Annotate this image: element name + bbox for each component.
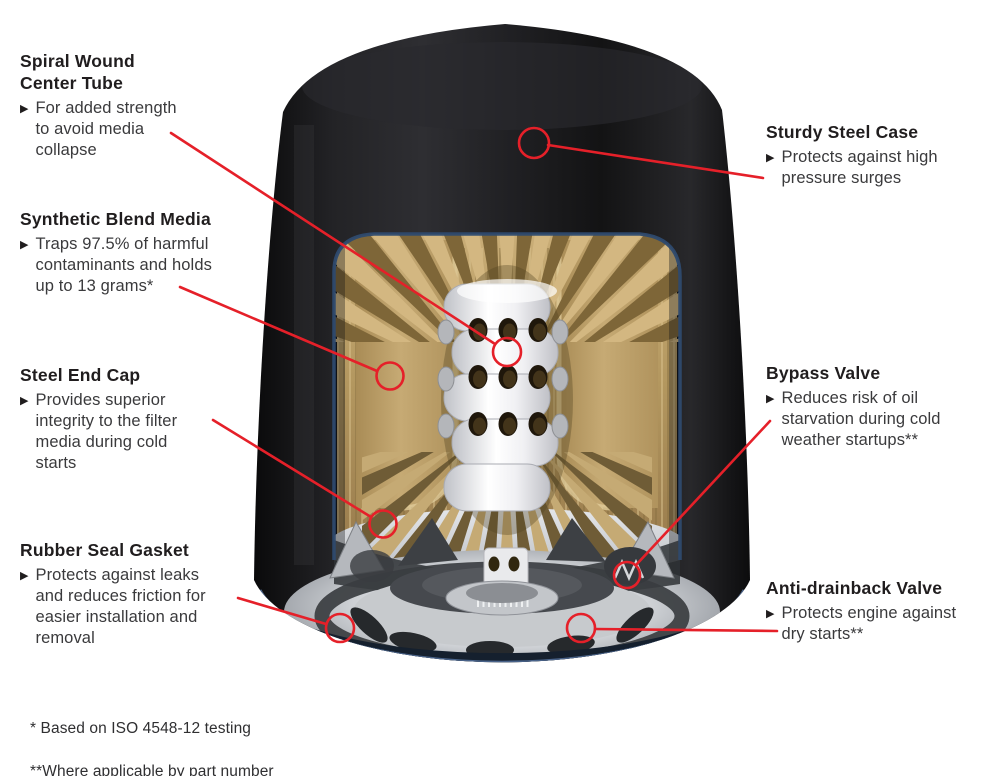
callout-circle-steel-end-cap: [368, 509, 398, 539]
case-top-sheen: [302, 42, 702, 130]
footnotes: * Based on ISO 4548-12 testing **Where a…: [30, 696, 274, 776]
callout-title: Steel End Cap: [20, 365, 141, 385]
callout-rubber-seal-gasket: Rubber Seal Gasket ▶ Protects against le…: [20, 539, 260, 649]
callout-line-bypass-valve: [634, 419, 772, 567]
callout-line-sturdy-steel-case: [546, 143, 765, 180]
callout-line-synthetic-blend-media: [178, 285, 379, 373]
callout-markers: [169, 126, 779, 644]
callout-line-rubber-seal-gasket: [236, 596, 328, 626]
callout-title: Sturdy Steel Case: [766, 122, 919, 142]
callout-description: Protects against high pressure surges: [781, 148, 938, 187]
cutaway-rim: [332, 232, 682, 560]
callout-anti-drainback-valve: Anti-drainback Valve ▶ Protects engine a…: [766, 577, 991, 645]
callout-description: For added strength to avoid media collap…: [35, 99, 177, 159]
media-top-pleat-fan: [334, 234, 680, 342]
callout-title: Spiral Wound Center Tube: [20, 51, 135, 93]
footnote-part-number: **Where applicable by part number: [30, 762, 274, 776]
callout-circle-anti-drainback-valve: [565, 612, 597, 644]
callout-steel-end-cap: Steel End Cap ▶ Provides superior integr…: [20, 364, 250, 474]
bullet-triangle-icon: ▶: [20, 570, 29, 582]
callout-title: Anti-drainback Valve: [766, 578, 943, 598]
callout-synthetic-blend-media: Synthetic Blend Media ▶ Traps 97.5% of h…: [20, 208, 260, 297]
callout-title: Synthetic Blend Media: [20, 209, 211, 229]
bullet-triangle-icon: ▶: [766, 152, 775, 164]
callout-title: Rubber Seal Gasket: [20, 540, 189, 560]
bullet-triangle-icon: ▶: [766, 608, 775, 620]
callout-description: Protects engine against dry starts**: [781, 604, 957, 643]
callout-description: Reduces risk of oil starvation during co…: [781, 389, 941, 449]
case-left-sheen: [294, 125, 314, 565]
callout-bypass-valve: Bypass Valve ▶ Reduces risk of oil starv…: [766, 362, 986, 451]
callout-circle-bypass-valve: [612, 560, 642, 590]
spiral-center-tube: [437, 279, 569, 512]
bullet-triangle-icon: ▶: [20, 395, 29, 407]
callout-title: Bypass Valve: [766, 363, 881, 383]
callout-sturdy-steel-case: Sturdy Steel Case ▶ Protects against hig…: [766, 121, 986, 189]
callout-description: Provides superior integrity to the filte…: [35, 391, 178, 472]
footnote-iso-testing: * Based on ISO 4548-12 testing: [30, 719, 252, 737]
callout-line-anti-drainback-valve: [593, 627, 779, 633]
callout-line-steel-end-cap: [211, 418, 373, 519]
bullet-triangle-icon: ▶: [766, 393, 775, 405]
bullet-triangle-icon: ▶: [20, 103, 29, 115]
callout-line-spiral-wound-center-tube: [169, 131, 497, 346]
callout-circle-synthetic-blend-media: [375, 361, 405, 391]
callout-spiral-wound-center-tube: Spiral Wound Center Tube ▶ For added str…: [20, 50, 250, 161]
callout-description: Protects against leaks and reduces frict…: [35, 566, 206, 647]
center-tube-bottom: [483, 547, 529, 591]
threaded-hub: [445, 580, 559, 616]
callout-circle-rubber-seal-gasket: [324, 612, 356, 644]
callout-description: Traps 97.5% of harmful contaminants and …: [35, 235, 212, 295]
bullet-triangle-icon: ▶: [20, 239, 29, 251]
callout-circle-spiral-wound-center-tube: [491, 336, 523, 368]
callout-circle-sturdy-steel-case: [517, 126, 551, 160]
